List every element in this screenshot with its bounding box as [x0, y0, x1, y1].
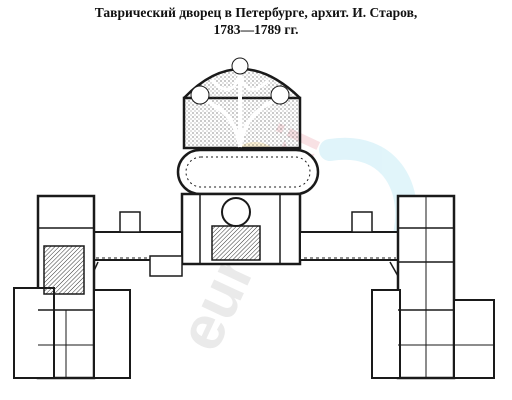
central-block [180, 192, 302, 266]
colonnade-hall [176, 148, 320, 196]
winter-garden [182, 57, 302, 150]
caption-line-2: 1783—1789 гг. [213, 22, 299, 37]
caption-line-1: Таврический дворец в Петербурге, архит. … [94, 5, 418, 20]
left-wing [13, 194, 131, 380]
right-portico [351, 211, 373, 233]
right-wing [371, 194, 495, 380]
left-portico [119, 211, 141, 233]
plan-caption: Таврический дворец в Петербурге, архит. … [0, 4, 512, 38]
